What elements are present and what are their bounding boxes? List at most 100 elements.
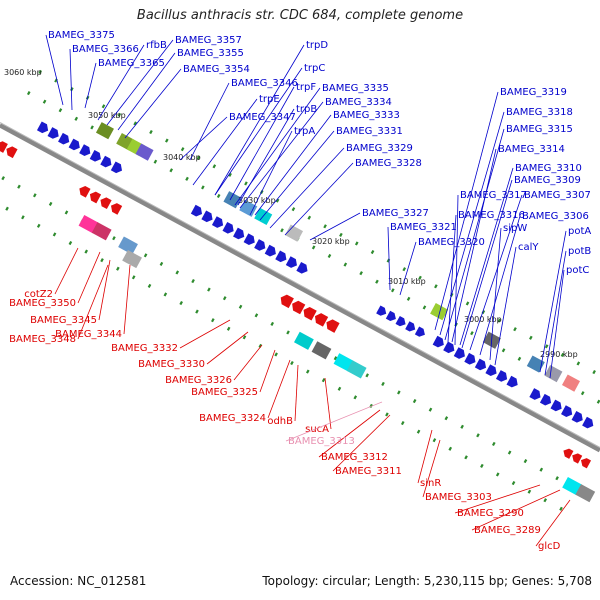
forward-gene-arrow bbox=[296, 261, 308, 274]
leader-line bbox=[179, 319, 231, 349]
forward-gene-arrow bbox=[395, 315, 406, 327]
forward-gene-arrow bbox=[571, 411, 583, 423]
gc-tick-mark bbox=[596, 399, 600, 404]
forward-gene-arrow bbox=[561, 405, 573, 417]
gc-tick-mark bbox=[513, 327, 517, 332]
gene-label-bameg-3366: BAMEG_3366 bbox=[72, 44, 139, 55]
gene-label-bameg-3332: BAMEG_3332 bbox=[111, 343, 178, 354]
forward-gene-arrow bbox=[275, 250, 287, 263]
gc-tick-mark bbox=[226, 326, 231, 331]
gc-tick-mark bbox=[275, 198, 280, 203]
gc-tick-mark bbox=[539, 467, 544, 472]
gene-label-bameg-3365: BAMEG_3365 bbox=[98, 58, 165, 69]
gc-tick-mark bbox=[68, 240, 73, 246]
forward-gene-arrow bbox=[36, 121, 49, 134]
gc-tick-mark bbox=[523, 459, 528, 464]
gene-label-bameg-3348: BAMEG_3348 bbox=[9, 334, 76, 345]
gene-label-bameg-3320: BAMEG_3320 bbox=[418, 237, 485, 248]
reverse-gene-arrow bbox=[0, 141, 8, 153]
gc-tick-mark bbox=[448, 446, 453, 451]
gc-tick-mark bbox=[17, 184, 21, 189]
gc-tick-mark bbox=[353, 395, 358, 400]
leader-line bbox=[54, 247, 79, 295]
leader-line bbox=[469, 194, 523, 351]
gc-tick-mark bbox=[432, 438, 437, 443]
gene-label-bameg-3309: BAMEG_3309 bbox=[514, 175, 581, 186]
gc-tick-mark bbox=[207, 287, 211, 292]
forward-gene-arrow bbox=[432, 335, 444, 348]
gc-tick-mark bbox=[576, 361, 581, 366]
gc-tick-mark bbox=[270, 321, 275, 326]
gc-tick-mark bbox=[84, 249, 89, 254]
leader-line bbox=[309, 212, 361, 241]
gene-label-bameg-3350: BAMEG_3350 bbox=[9, 298, 76, 309]
leader-line bbox=[259, 349, 276, 393]
forward-gene-arrow bbox=[100, 155, 112, 168]
gc-tick-mark bbox=[529, 335, 533, 340]
gc-tick-mark bbox=[460, 424, 464, 429]
gc-tick-mark bbox=[201, 185, 205, 190]
leader-line bbox=[399, 241, 417, 296]
gc-tick-mark bbox=[333, 356, 338, 361]
gene-label-bameg-3333: BAMEG_3333 bbox=[333, 110, 400, 121]
gc-tick-mark bbox=[390, 288, 395, 293]
reverse-labels: cotZ2BAMEG_3350BAMEG_3345BAMEG_3348BAMEG… bbox=[9, 247, 571, 552]
gene-label-bameg-3307: BAMEG_3307 bbox=[524, 190, 591, 201]
leader-line bbox=[535, 499, 571, 547]
gc-tick-mark bbox=[327, 253, 332, 259]
leader-line bbox=[318, 409, 381, 458]
category-block bbox=[544, 364, 563, 383]
gc-tick-mark bbox=[195, 309, 199, 314]
gene-label-potb: potB bbox=[568, 246, 591, 257]
gene-label-bameg-3318: BAMEG_3318 bbox=[506, 107, 573, 118]
gene-label-bameg-3319: BAMEG_3319 bbox=[500, 87, 567, 98]
leader-line bbox=[98, 259, 111, 321]
gc-tick-mark bbox=[180, 147, 185, 152]
leader-line bbox=[434, 91, 499, 331]
gene-label-suca: sucA bbox=[305, 424, 329, 435]
leader-line bbox=[192, 98, 258, 186]
leader-line bbox=[447, 214, 457, 343]
gc-tick-mark bbox=[179, 300, 183, 306]
reverse-gene-arrow bbox=[563, 448, 574, 459]
forward-gene-arrow bbox=[414, 326, 425, 337]
gc-tick-mark bbox=[580, 391, 585, 396]
category-block bbox=[575, 484, 596, 503]
gc-tick-mark bbox=[117, 112, 122, 117]
gc-tick-mark bbox=[52, 232, 57, 237]
gc-tick-mark bbox=[359, 271, 363, 276]
gc-tick-mark bbox=[465, 301, 470, 306]
accession-text: Accession: NC_012581 bbox=[10, 574, 147, 588]
forward-gene-arrow bbox=[110, 161, 123, 174]
gene-label-pota: potA bbox=[568, 226, 591, 237]
category-block bbox=[239, 199, 258, 217]
forward-gene-arrow bbox=[47, 127, 59, 139]
gene-label-potc: potC bbox=[566, 265, 589, 276]
gene-label-bameg-3331: BAMEG_3331 bbox=[336, 126, 403, 137]
reverse-gene-arrow bbox=[89, 191, 102, 204]
leader-line bbox=[539, 230, 567, 373]
gc-tick-mark bbox=[149, 129, 153, 135]
category-block bbox=[135, 143, 154, 161]
reverse-gene-arrow bbox=[100, 197, 112, 210]
gene-label-bameg-3313: BAMEG_3313 bbox=[288, 436, 355, 447]
gc-tick-mark bbox=[544, 344, 549, 349]
gc-tick-mark bbox=[112, 236, 116, 241]
leader-line bbox=[179, 116, 228, 161]
leader-line bbox=[387, 226, 391, 291]
map-title: Bacillus anthracis str. CDC 684, complet… bbox=[136, 8, 464, 23]
gene-label-bameg-3334: BAMEG_3334 bbox=[325, 97, 392, 108]
forward-gene-arrow bbox=[68, 138, 80, 151]
gc-tick-mark bbox=[212, 164, 217, 169]
forward-gene-arrow bbox=[405, 321, 416, 332]
gc-tick-mark bbox=[258, 343, 263, 348]
gene-label-sinr: sinR bbox=[420, 478, 441, 489]
scale-label-3010-kbp: 3010 kbp bbox=[388, 277, 426, 286]
leader-line bbox=[254, 114, 332, 216]
gene-label-bameg-3328: BAMEG_3328 bbox=[355, 158, 422, 169]
scale-label-3060-kbp: 3060 kbp bbox=[4, 68, 42, 77]
forward-gene-arrow bbox=[222, 221, 234, 234]
forward-gene-arrow bbox=[385, 310, 396, 322]
gene-label-bameg-3303: BAMEG_3303 bbox=[425, 492, 492, 503]
gc-tick-mark bbox=[444, 416, 449, 421]
